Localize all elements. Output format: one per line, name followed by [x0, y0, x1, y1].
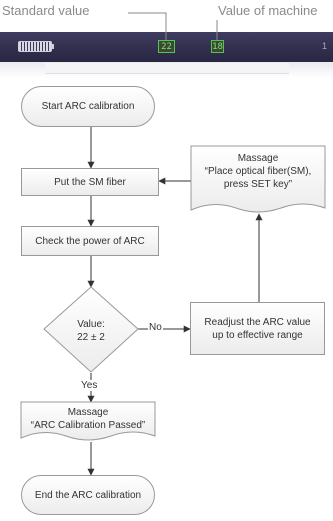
message-place-line-1: “Place optical fiber(SM), — [204, 166, 312, 177]
edge-label-yes: Yes — [80, 380, 99, 391]
message-passed-shape — [20, 401, 156, 441]
start-node-label: Start ARC calibration — [41, 101, 135, 112]
readjust-node: Readjust the ARC value up to effective r… — [190, 302, 325, 355]
decision-value: 22 ± 2 — [77, 332, 105, 343]
readjust-line-1: Readjust the ARC value — [204, 316, 311, 328]
message-place-shape — [190, 145, 326, 213]
check-power-label: Check the power of ARC — [35, 235, 145, 247]
readjust-line-2: up to effective range — [212, 329, 303, 341]
decision-diamond — [43, 286, 139, 373]
machine-value-display: 18 — [211, 40, 224, 53]
decision-title: Value: — [77, 319, 105, 330]
put-fiber-label: Put the SM fiber — [54, 176, 126, 188]
standard-value-leader — [128, 12, 167, 40]
standard-value-label: Standard value — [2, 3, 90, 18]
message-passed-line: “ARC Calibration Passed” — [30, 420, 146, 431]
message-passed-title: Massage — [67, 407, 109, 418]
end-node: End the ARC calibration — [21, 475, 155, 515]
decision-text: Value: 22 ± 2 — [56, 318, 126, 344]
put-fiber-node: Put the SM fiber — [21, 168, 159, 196]
end-node-label: End the ARC calibration — [34, 489, 142, 501]
device-status-bar — [45, 63, 289, 74]
battery-tip — [52, 44, 54, 49]
check-power-node: Check the power of ARC — [21, 226, 159, 256]
standard-value-display: 22 — [158, 40, 175, 53]
battery-icon — [18, 41, 52, 52]
machine-value-label: Value of machine — [218, 3, 318, 18]
message-place-text: Massage “Place optical fiber(SM), press … — [191, 152, 325, 191]
message-passed-text: Massage “ARC Calibration Passed” — [21, 406, 155, 432]
message-place-title: Massage — [237, 153, 279, 164]
screen-index: 1 — [322, 41, 328, 51]
message-place-line-2: press SET key” — [223, 179, 293, 190]
start-node: Start ARC calibration — [21, 86, 155, 127]
edge-label-no: No — [148, 322, 163, 333]
